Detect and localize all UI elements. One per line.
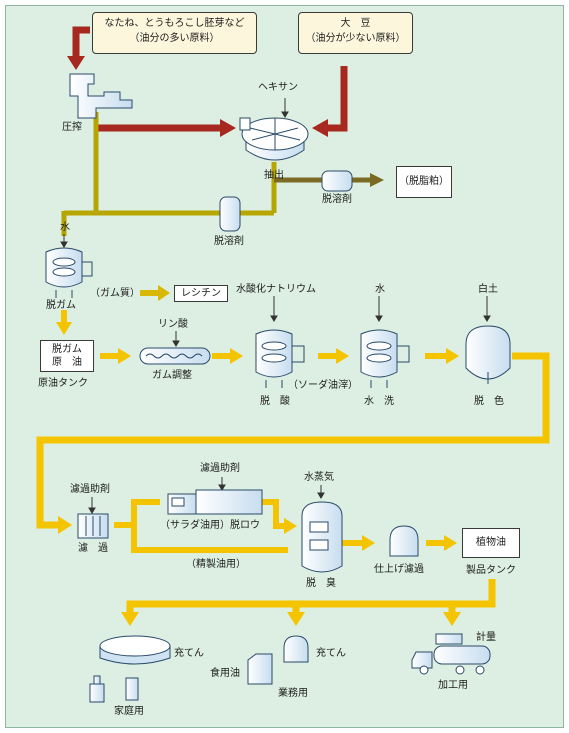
label-fill-2: 充てん — [316, 648, 346, 659]
input-pointers — [60, 98, 491, 514]
source-rich-line1: なたね、とうもろこし胚芽など — [104, 18, 245, 29]
label-product-tank: 製品タンク — [466, 565, 516, 576]
label-hexane: ヘキサン — [258, 82, 298, 93]
crude-oil-box: 脱ガム 原 油 — [40, 340, 94, 372]
commercial-tank — [283, 635, 309, 663]
label-gum: （ガム質） — [90, 288, 140, 299]
label-soap-stock: （ソーダ油滓） — [288, 380, 358, 391]
label-deodorize: 脱 臭 — [306, 578, 336, 589]
lecithin-label: レシチン — [181, 288, 221, 299]
label-press: 圧搾 — [62, 122, 82, 133]
arrow-to-commercial — [287, 612, 305, 626]
household-containers — [89, 675, 139, 703]
crude-oil-box-line1: 脱ガム — [52, 344, 82, 355]
press-machine — [69, 73, 133, 119]
label-edible-oil: 食用油 — [210, 668, 240, 679]
refining-flows — [36, 285, 550, 626]
decolor-vessel — [465, 325, 511, 384]
filter-unit — [77, 513, 109, 539]
arrow-gum — [158, 285, 170, 301]
dewax-unit — [167, 489, 263, 515]
label-household: 家庭用 — [114, 706, 144, 717]
raw-material-flows — [67, 26, 348, 137]
label-dewax: （サラダ油用）脱ロウ — [160, 520, 260, 531]
deodorizer — [301, 501, 343, 573]
veg-oil-line1: 植物 — [476, 537, 496, 548]
label-desolvent-1: 脱溶剤 — [322, 194, 352, 205]
source-rich-materials: なたね、とうもろこし胚芽など （油分の多い原料） — [92, 12, 257, 54]
arrow-press-to-extract — [220, 119, 236, 137]
source-rich-line2: （油分の多い原料） — [129, 33, 220, 44]
label-extraction: 抽出 — [264, 170, 284, 181]
final-filter-vessel — [389, 525, 419, 557]
filling-tank-large — [99, 635, 171, 665]
arrow-degum-down — [56, 322, 72, 335]
flow-refined-bypass — [131, 525, 288, 553]
flow-tank-distribution — [126, 579, 496, 614]
label-gum-adjust: ガム調整 — [152, 370, 192, 381]
arrow-row1-b — [230, 348, 243, 364]
arrow-return — [58, 516, 72, 534]
label-deacid: 脱 酸 — [260, 396, 290, 407]
defatted-meal-box: （脱脂粕） — [396, 166, 452, 198]
arrow-to-household — [121, 612, 139, 626]
label-filter-aid-2: 濾過助剤 — [200, 463, 240, 474]
water-wash-vessel — [360, 329, 410, 388]
label-white-clay: 白土 — [478, 284, 498, 295]
crude-oil-box-line2: 原 油 — [52, 357, 82, 368]
flow-return — [36, 352, 550, 529]
arrow-soy-to-extract — [312, 119, 328, 137]
label-water-wash: 水 洗 — [364, 396, 394, 407]
commercial-can — [247, 653, 273, 685]
label-fill-1: 充てん — [174, 648, 204, 659]
arrow-deo-to-filter — [362, 535, 375, 551]
extractor — [239, 117, 309, 161]
label-sodium-hydroxide: 水酸化ナトリウム — [236, 284, 316, 295]
label-filtration: 濾 過 — [78, 543, 108, 554]
label-steam: 水蒸気 — [304, 472, 334, 483]
veg-oil-box: 植物油 — [462, 528, 520, 558]
flow-soy-to-extract — [326, 66, 348, 132]
arrow-to-deodorize — [284, 518, 297, 534]
flow-dewax-bypass — [114, 499, 160, 528]
desolventizer-2 — [219, 196, 241, 232]
arrow-row1-d — [446, 348, 459, 364]
label-water-1: 水 — [60, 222, 70, 233]
arrow-meal — [370, 173, 384, 187]
label-processing: 加工用 — [438, 680, 468, 691]
label-water-2: 水 — [375, 284, 385, 295]
defatted-meal-label: （脱脂粕） — [399, 176, 449, 187]
label-decolor: 脱 色 — [474, 396, 504, 407]
deacid-vessel — [255, 329, 305, 388]
label-phosphoric-acid: リン酸 — [158, 319, 188, 330]
label-final-filter: 仕上げ濾過 — [374, 564, 424, 575]
flow-dewax-out — [262, 499, 286, 529]
gum-adjust-tube — [139, 347, 211, 365]
degum-vessel — [45, 247, 93, 298]
flow-rich-to-press — [72, 26, 90, 58]
source-soy-line2: （油分が少ない原料） — [305, 33, 406, 44]
label-degum: 脱ガム — [46, 300, 76, 311]
label-crude-oil-tank: 原油タンク — [38, 378, 88, 389]
desolventizer-1 — [321, 170, 353, 192]
arrow-filter-to-tank — [444, 535, 457, 551]
label-commercial: 業務用 — [278, 688, 308, 699]
veg-oil-line2: 油 — [496, 537, 506, 548]
source-soy-line1: 大 豆 — [340, 18, 371, 29]
label-filter-aid-1: 濾過助剤 — [70, 484, 110, 495]
arrow-row1-c — [336, 348, 349, 364]
source-soybean: 大 豆 （油分が少ない原料） — [298, 12, 413, 54]
tank-truck — [411, 633, 491, 675]
arrow-to-processing — [443, 612, 461, 626]
label-desolvent-2: 脱溶剤 — [214, 236, 244, 247]
label-weighing: 計量 — [476, 632, 496, 643]
lecithin-box: レシチン — [174, 285, 228, 302]
arrow-row1-a — [118, 348, 131, 364]
label-refined-oil: （精製油用） — [186, 559, 246, 570]
arrow-rich-to-press — [67, 56, 85, 70]
